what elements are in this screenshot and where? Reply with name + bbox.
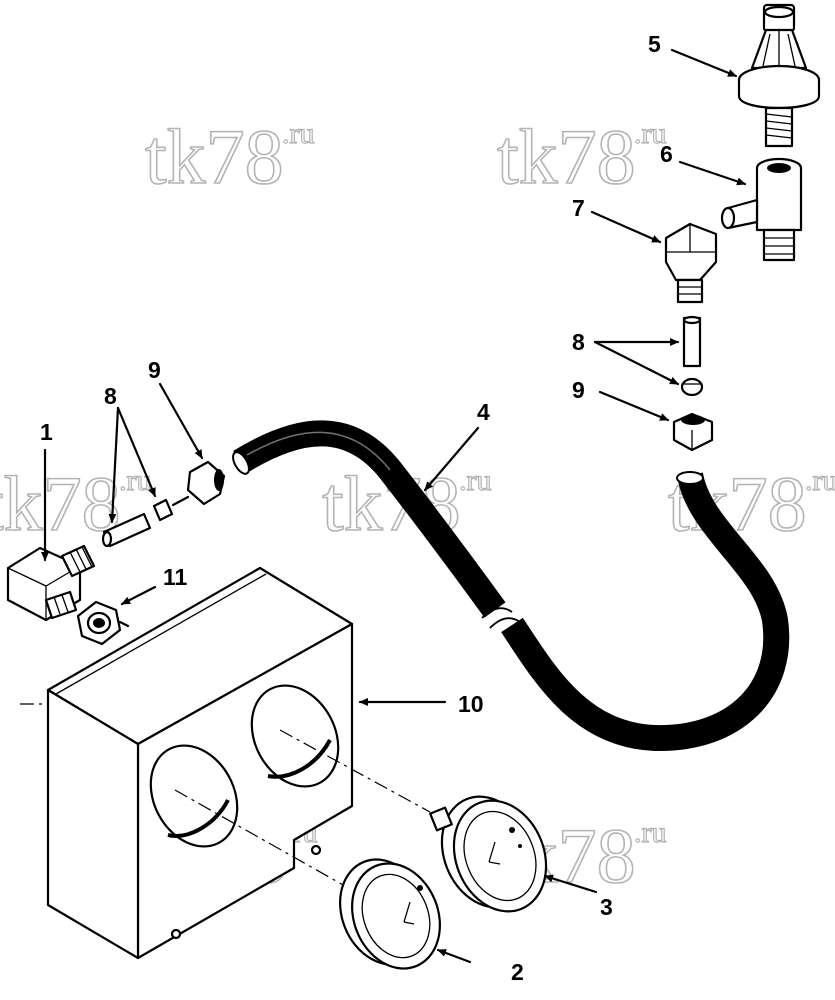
hose-part-4 [232, 420, 790, 752]
leader-lines [41, 48, 747, 964]
callout-8-right: 8 [572, 329, 585, 355]
elbow-connector-part-1 [6, 544, 96, 622]
svg-text:.ru: .ru [282, 117, 315, 150]
callout-10: 10 [458, 691, 484, 717]
callout-8-left: 8 [104, 383, 117, 409]
svg-text:.ru: .ru [119, 464, 152, 497]
watermark-1: tk78 .ru [144, 112, 315, 201]
callout-9-right: 9 [572, 377, 585, 403]
pressure-switch-part-5 [737, 3, 821, 148]
svg-text:tk78: tk78 [497, 113, 636, 200]
svg-text:.ru: .ru [634, 117, 667, 150]
leader-2 [436, 948, 472, 964]
callout-1: 1 [40, 419, 53, 445]
leader-9b [598, 390, 670, 422]
svg-text:.ru: .ru [459, 464, 492, 497]
nut-left-part-9 [186, 460, 226, 506]
leader-11 [120, 585, 157, 606]
elbow-fitting-part-7 [664, 222, 718, 304]
callout-9-left: 9 [148, 357, 161, 383]
insert-sleeve-right-part-8 [680, 315, 704, 397]
leader-4 [423, 426, 480, 492]
gauge-panel-part-10 [20, 566, 431, 960]
nut-part-11 [76, 600, 130, 646]
callout-4: 4 [477, 399, 490, 425]
leader-8c [108, 406, 120, 524]
callout-6: 6 [660, 141, 673, 167]
gauge-part-3 [429, 795, 548, 913]
leader-6 [678, 160, 747, 186]
insert-sleeve-left-part-8 [101, 495, 190, 548]
nut-right-part-9 [672, 412, 714, 452]
svg-text:tk78: tk78 [0, 460, 121, 547]
svg-text:tk78: tk78 [145, 113, 284, 200]
leader-5 [670, 48, 738, 78]
callout-7: 7 [572, 195, 585, 221]
leader-9a [158, 382, 204, 460]
callout-2: 2 [511, 959, 524, 985]
watermark-2: tk78 .ru [496, 112, 667, 201]
callout-11: 11 [163, 564, 188, 590]
leader-8d [116, 406, 157, 498]
svg-text:.ru: .ru [634, 816, 667, 849]
svg-text:.ru: .ru [805, 464, 835, 497]
leader-8b [593, 340, 680, 386]
leader-3 [543, 874, 598, 894]
gauge-part-2 [339, 858, 441, 970]
tee-fitting-part-6 [720, 157, 803, 262]
callout-3: 3 [600, 894, 613, 920]
watermark-3: tk78 .ru [0, 459, 152, 548]
callout-labels: 1 2 3 4 5 6 7 8 8 9 9 10 11 [40, 31, 673, 985]
callout-5: 5 [648, 31, 661, 57]
leader-7 [590, 210, 662, 244]
